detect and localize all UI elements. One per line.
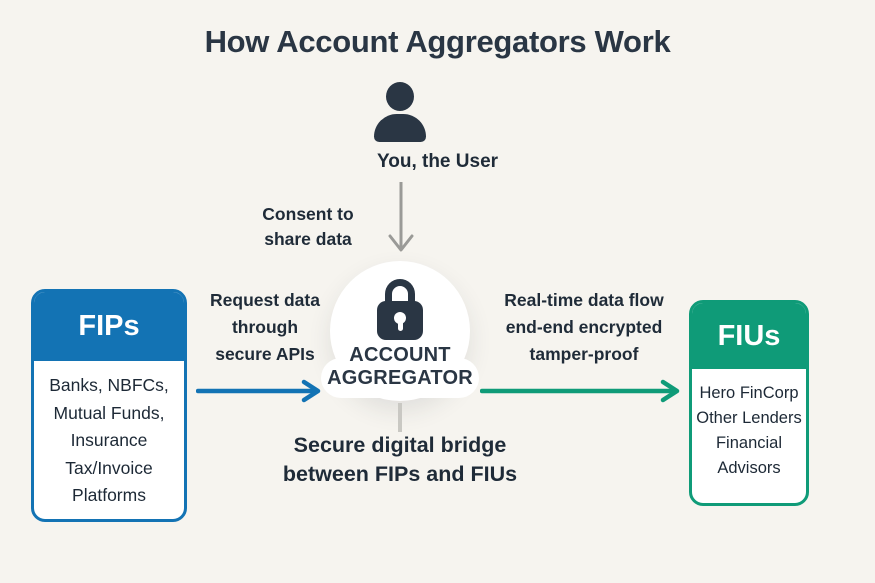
lock-icon: [377, 279, 423, 341]
request-data-line1: Request data: [210, 290, 320, 310]
fius-box-header: FIUs: [692, 303, 806, 369]
aggregator-label-line1: ACCOUNT: [349, 344, 451, 366]
hub-bridge-connector-line: [398, 403, 402, 432]
person-icon: [374, 80, 426, 142]
fips-line: Platforms: [72, 485, 146, 505]
page-title: How Account Aggregators Work: [204, 24, 671, 59]
aggregator-label-pill: [321, 358, 479, 398]
lock-keyhole-shape: [394, 312, 406, 324]
fius-box: FIUs Hero FinCorp Other Lenders Financia…: [689, 300, 809, 506]
bridge-line1: Secure digital bridge: [293, 433, 507, 457]
fius-box-body: Hero FinCorp Other Lenders Financial Adv…: [692, 369, 806, 481]
realtime-data-label: Real-time data flow end-end encrypted ta…: [477, 287, 691, 368]
person-shoulders-shape: [374, 114, 426, 142]
fips-box-body: Banks, NBFCs, Mutual Funds, Insurance Ta…: [34, 361, 184, 510]
fips-to-aggregator-arrow-icon: [196, 379, 321, 403]
lock-keyhole-stem-shape: [397, 320, 403, 331]
person-head-shape: [386, 82, 414, 111]
fips-line: Insurance: [70, 430, 148, 450]
fips-line: Banks, NBFCs,: [49, 375, 169, 395]
user-label: You, the User: [376, 151, 499, 172]
request-data-label: Request data through secure APIs: [193, 287, 337, 368]
fips-box: FIPs Banks, NBFCs, Mutual Funds, Insuran…: [31, 289, 187, 522]
fips-line: Mutual Funds,: [53, 402, 165, 423]
fius-line: Hero FinCorp: [699, 384, 799, 402]
fius-line: Financial: [715, 434, 783, 452]
fius-line: Other Lenders: [696, 409, 802, 427]
consent-line2: share data: [264, 229, 352, 249]
lock-shackle-shape: [385, 279, 415, 307]
consent-down-arrow-icon: [388, 182, 414, 252]
aggregator-label-line2: AGGREGATOR: [327, 367, 473, 389]
aggregator-to-fius-arrow-icon: [480, 379, 680, 403]
fius-line: Advisors: [717, 459, 781, 477]
consent-label: Consent to share data: [243, 202, 373, 252]
bridge-line2: between FIPs and FIUs: [282, 462, 518, 486]
fips-box-header: FIPs: [34, 292, 184, 361]
bridge-caption: Secure digital bridge between FIPs and F…: [0, 431, 800, 489]
realtime-data-line2: end-end encrypted: [505, 317, 663, 337]
request-data-line3: secure APIs: [215, 344, 315, 364]
realtime-data-line1: Real-time data flow: [504, 290, 664, 310]
request-data-line2: through: [231, 317, 299, 337]
fips-line: Tax/Invoice: [65, 457, 153, 478]
realtime-data-line3: tamper-proof: [529, 344, 639, 364]
consent-line1: Consent to: [262, 204, 354, 224]
